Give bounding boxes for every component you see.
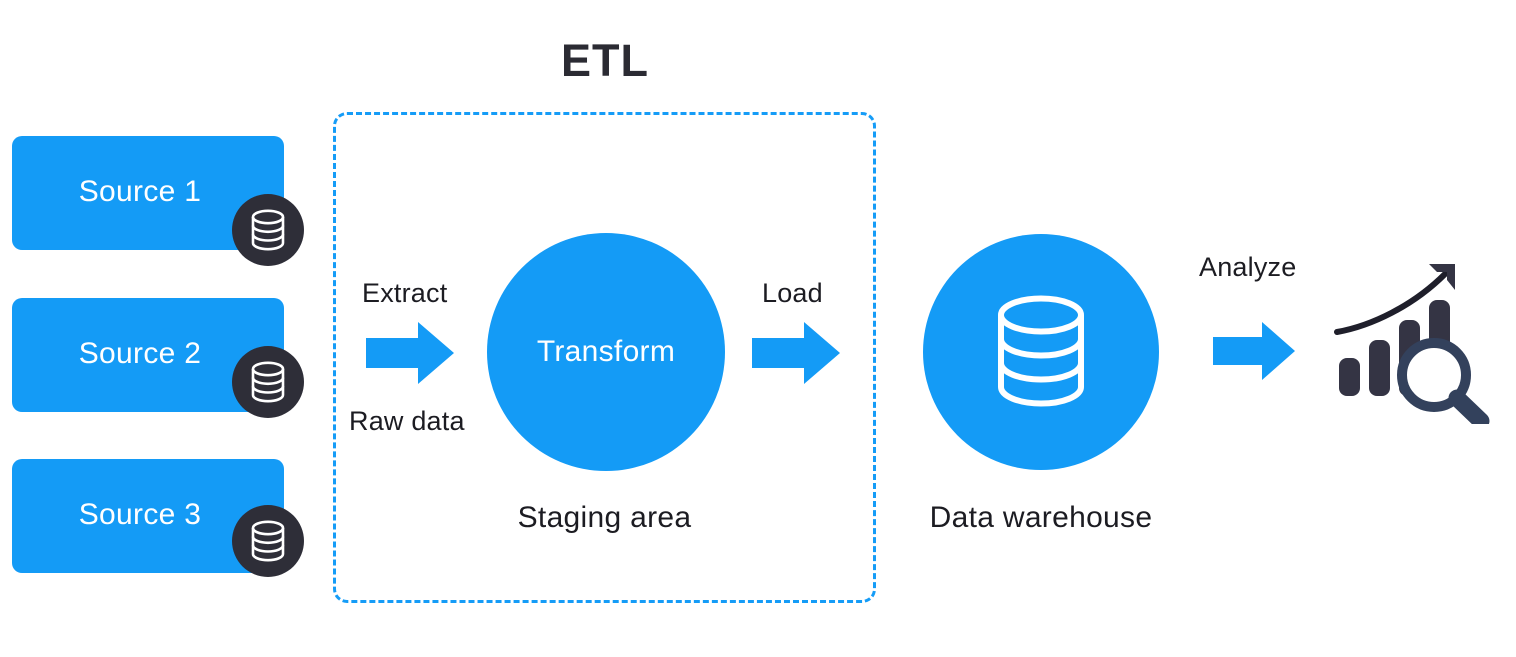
database-icon — [251, 520, 285, 562]
source-label-3: Source 3 — [78, 498, 202, 531]
data-warehouse-circle[interactable] — [923, 234, 1159, 470]
raw-data-label: Raw data — [349, 406, 465, 436]
page-title: ETL — [561, 35, 649, 86]
transform-circle[interactable]: Transform — [487, 233, 725, 471]
data-warehouse-caption: Data warehouse — [929, 501, 1153, 534]
extract-label: Extract — [362, 278, 448, 308]
source-db-badge-2 — [232, 346, 304, 418]
database-icon — [251, 209, 285, 251]
analyze-arrow-icon — [1213, 322, 1295, 380]
extract-arrow-icon — [366, 322, 454, 384]
analyze-label: Analyze — [1199, 252, 1297, 282]
source-db-badge-1 — [232, 194, 304, 266]
source-db-badge-3 — [232, 505, 304, 577]
load-label: Load — [762, 278, 823, 308]
transform-label: Transform — [536, 335, 676, 368]
database-cylinder-icon — [998, 295, 1084, 407]
source-label-1: Source 1 — [78, 175, 202, 208]
staging-area-container — [333, 112, 876, 603]
source-label-2: Source 2 — [78, 337, 202, 370]
bar-chart-growth-magnifier-icon — [1334, 264, 1490, 424]
staging-area-caption: Staging area — [517, 501, 692, 534]
database-icon — [251, 361, 285, 403]
load-arrow-icon — [752, 322, 840, 384]
source-box-1[interactable]: Source 1 — [12, 136, 284, 250]
